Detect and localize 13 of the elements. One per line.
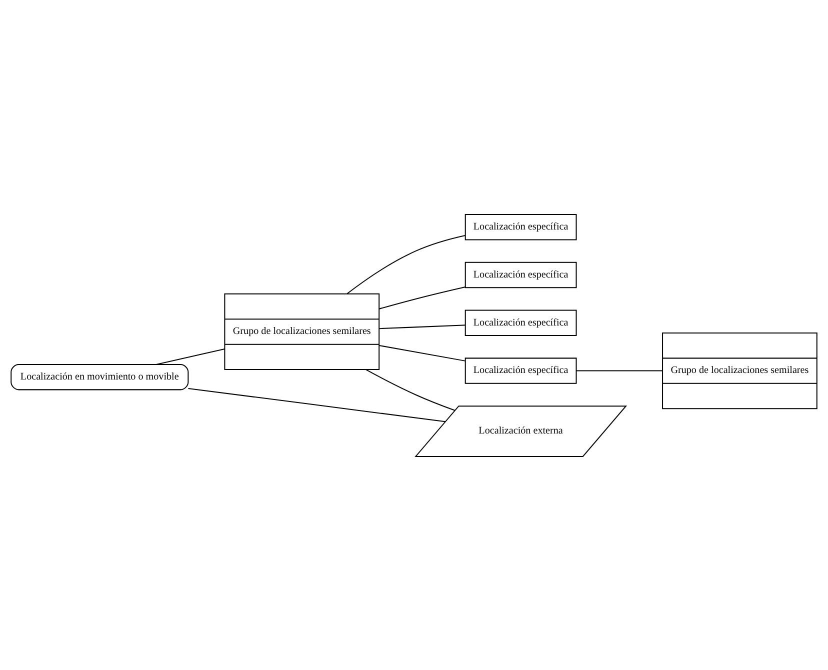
node-box: Localización en movimiento o movible (10, 363, 189, 390)
connector (346, 234, 466, 294)
connector (188, 387, 446, 422)
node-box: Localización específica (464, 309, 577, 336)
connector (379, 324, 466, 329)
node-box: Localización específica (464, 261, 577, 288)
connector (366, 368, 455, 410)
connector (156, 348, 225, 364)
connector (379, 286, 466, 309)
node-box: Localización específica (464, 357, 577, 384)
node-box: Localización específica (464, 214, 577, 240)
connector (576, 370, 662, 371)
connector (379, 344, 466, 361)
